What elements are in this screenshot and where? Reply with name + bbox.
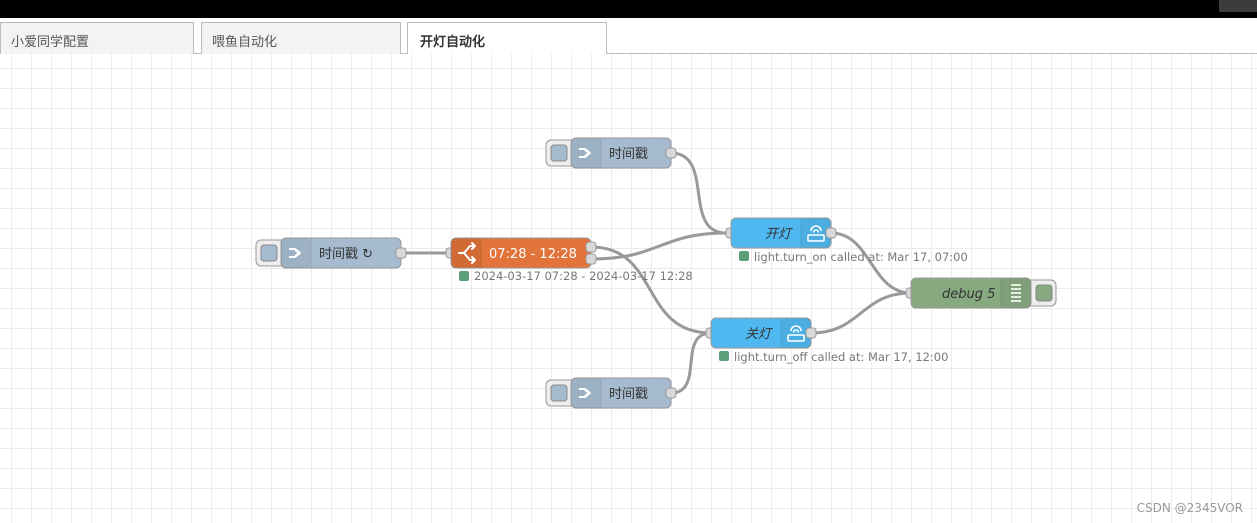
time-range-label: 07:28 - 12:28 (489, 247, 577, 262)
debug-node[interactable]: debug 5 (905, 277, 1057, 309)
inject-label: 时间戳 (609, 387, 648, 402)
inject-icon-bg (571, 138, 601, 168)
light-off-status: light.turn_off called at: Mar 17, 12:00 (734, 350, 948, 364)
status-dot (739, 251, 749, 261)
watermark: CSDN @2345VOR (1136, 501, 1243, 515)
arrow-in-icon (579, 388, 591, 398)
router-icon (787, 325, 805, 342)
wire-light-off-to-debug[interactable] (810, 291, 912, 335)
light-off-node[interactable]: 关灯 light.turn_off called at: Mar 17, 12:… (705, 317, 948, 364)
output-port[interactable] (825, 227, 837, 239)
time-range-node[interactable]: 07:28 - 12:28 2024-03-17 07:28 - 2024-03… (445, 237, 693, 283)
inject-node-main[interactable]: 时间戳 ↻ (255, 237, 407, 269)
light-on-status: light.turn_on called at: Mar 17, 07:00 (754, 250, 968, 264)
list-icon (1011, 284, 1021, 302)
light-off-label: 关灯 (745, 327, 773, 342)
light-on-node[interactable]: 开灯 light.turn_on called at: Mar 17, 07:0… (725, 217, 968, 264)
status-dot (719, 351, 729, 361)
output-port-1[interactable] (585, 241, 597, 253)
wire-light-on-to-debug[interactable] (830, 231, 912, 295)
switch-icon (458, 242, 476, 264)
inject-label: 时间戳 ↻ (319, 247, 373, 262)
router-icon (807, 225, 825, 242)
arrow-in-icon (579, 148, 591, 158)
output-port[interactable] (805, 327, 817, 339)
inject-icon-bg (571, 378, 601, 408)
light-on-label: 开灯 (765, 227, 793, 242)
wires (401, 151, 912, 395)
wire-range-to-light-on[interactable] (590, 231, 727, 261)
debug-body (910, 277, 1032, 309)
tab-xiaoai-config[interactable]: 小爱同学配置 (0, 22, 194, 54)
wire-range-to-light-off[interactable] (590, 245, 712, 335)
inject-trigger-inner (550, 144, 568, 162)
debug-label: debug 5 (942, 287, 995, 302)
time-range-icon-bg (451, 238, 481, 268)
window-title-bar (0, 0, 1257, 18)
wire-inject-top-to-light-on[interactable] (670, 151, 727, 235)
wire-inject-bottom-to-light-off[interactable] (670, 331, 712, 395)
output-port-2[interactable] (585, 253, 597, 265)
tab-fish-feeding[interactable]: 喂鱼自动化 (201, 22, 401, 54)
inject-node-bottom[interactable]: 时间戳 (545, 377, 677, 409)
flow-tabs: 小爱同学配置 喂鱼自动化 开灯自动化 (0, 18, 1257, 55)
inject-label: 时间戳 (609, 147, 648, 162)
output-port[interactable] (665, 387, 677, 399)
inject-trigger-inner (260, 244, 278, 262)
tab-light-automation[interactable]: 开灯自动化 (407, 22, 607, 55)
time-range-body (450, 237, 592, 269)
debug-toggle-inner (1035, 284, 1053, 302)
inject-node-top[interactable]: 时间戳 (545, 137, 677, 169)
time-range-status: 2024-03-17 07:28 - 2024-03-17 12:28 (474, 269, 693, 283)
arrow-in-icon (289, 248, 301, 258)
status-dot (459, 271, 469, 281)
inject-icon-bg (281, 238, 311, 268)
inject-trigger-inner (550, 384, 568, 402)
output-port[interactable] (665, 147, 677, 159)
window-control[interactable] (1219, 0, 1257, 12)
output-port[interactable] (395, 247, 407, 259)
